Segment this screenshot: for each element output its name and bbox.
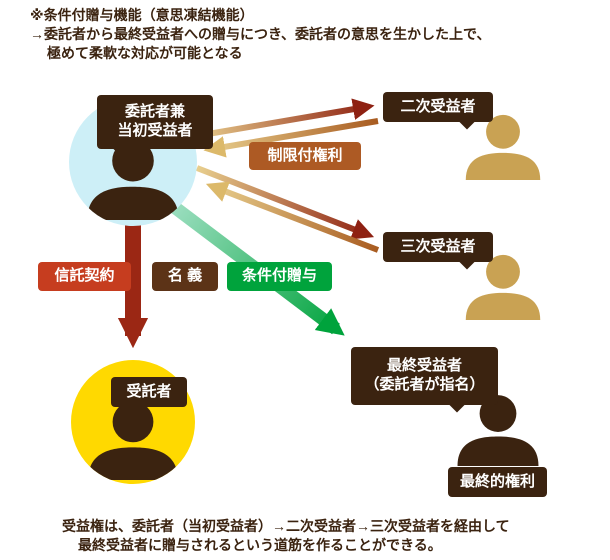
secondary-beneficiary-icon bbox=[460, 114, 546, 180]
footer-caption: 受益権は、委託者（当初受益者）→二次受益者→三次受益者を経由して 最終受益者に贈… bbox=[62, 517, 510, 555]
footer-line-1: 受益権は、委託者（当初受益者）→二次受益者→三次受益者を経由して bbox=[62, 518, 510, 534]
tertiary-beneficiary-bubble: 三次受益者 bbox=[383, 232, 493, 270]
tag-name-title: 名 義 bbox=[152, 262, 218, 291]
final-beneficiary-bubble: 最終受益者 （委託者が指名） bbox=[351, 347, 498, 413]
tag-conditional-gift: 条件付贈与 bbox=[227, 262, 332, 291]
trustee-label: 受託者 bbox=[126, 382, 172, 400]
arrow-from-tertiary bbox=[205, 181, 380, 253]
trustee-bubble: 受託者 bbox=[111, 377, 187, 415]
arrow-conditional-gift bbox=[153, 188, 345, 336]
arrow-from-secondary bbox=[203, 118, 379, 158]
secondary-beneficiary-label: 二次受益者 bbox=[400, 97, 476, 115]
tertiary-beneficiary-label: 三次受益者 bbox=[400, 237, 476, 255]
header-line-3: 極めて柔軟な対応が可能となる bbox=[47, 45, 243, 61]
conditional-gift-label: 条件付贈与 bbox=[241, 267, 317, 285]
final-beneficiary-line-1: 最終受益者 bbox=[386, 357, 462, 375]
settlor-label-line-1: 委託者兼 bbox=[124, 103, 185, 121]
restricted-right-label: 制限付権利 bbox=[267, 146, 343, 164]
settlor-bubble: 委託者兼 当初受益者 bbox=[97, 95, 213, 157]
secondary-beneficiary-bubble: 二次受益者 bbox=[383, 92, 493, 130]
arrow-to-tertiary bbox=[195, 165, 375, 240]
final-right-label: 最終的権利 bbox=[459, 472, 535, 490]
arrow-to-secondary bbox=[195, 98, 375, 139]
trustee-silhouette-icon bbox=[82, 396, 184, 480]
footer-line-2: 最終受益者に贈与されるという道筋を作ることができる。 bbox=[78, 537, 442, 553]
header-line-1: ※条件付贈与機能（意思凍結機能） bbox=[30, 7, 254, 23]
tag-trust-contract: 信託契約 bbox=[38, 262, 131, 291]
header-note: ※条件付贈与機能（意思凍結機能） →委託者から最終受益者への贈与につき、委託者の… bbox=[30, 6, 490, 63]
trust-contract-label: 信託契約 bbox=[54, 267, 115, 285]
header-line-2: →委託者から最終受益者への贈与につき、委託者の意思を生かした上で、 bbox=[30, 26, 491, 42]
name-title-label: 名 義 bbox=[167, 267, 203, 285]
tag-final-right: 最終的権利 bbox=[448, 467, 547, 497]
tertiary-beneficiary-icon bbox=[460, 254, 546, 320]
tag-restricted-right: 制限付権利 bbox=[249, 142, 361, 170]
final-beneficiary-line-2: （委託者が指名） bbox=[364, 376, 485, 393]
settlor-label-line-2: 当初受益者 bbox=[117, 122, 193, 139]
